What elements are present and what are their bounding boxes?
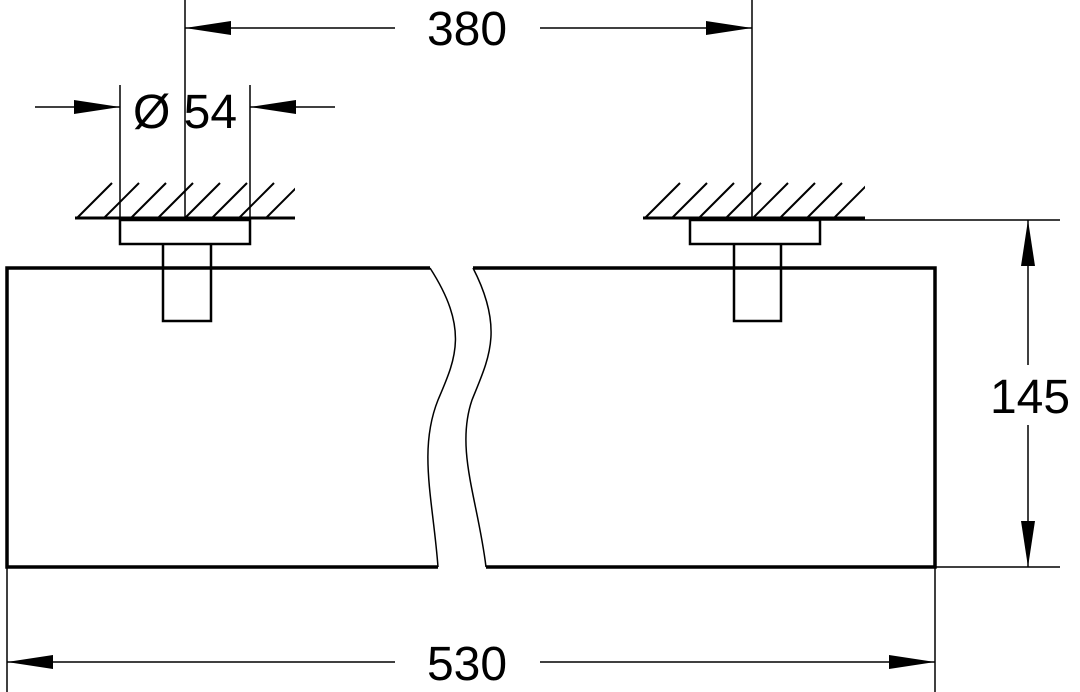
arrowhead-icon [250, 100, 296, 114]
wall-hatching-right [643, 182, 865, 220]
wall-flange-left [118, 218, 252, 246]
dimension-height [820, 219, 1060, 568]
arrowhead-icon [185, 21, 231, 35]
arrowhead-icon [889, 655, 935, 669]
label-mount-spacing: 380 [427, 3, 507, 56]
mounting-post-left [161, 244, 213, 323]
dimension-mount-spacing [184, 0, 753, 218]
arrowhead-icon [7, 655, 53, 669]
dimension-flange-diameter [35, 85, 335, 218]
label-overall-length: 530 [427, 638, 507, 691]
label-flange-diameter: Ø 54 [133, 86, 237, 139]
arrowhead-icon [74, 100, 120, 114]
shelf-right-segment [465, 266, 937, 569]
shelf-left-segment [5, 266, 457, 569]
dimension-overall-length [6, 567, 936, 692]
mounting-post-right [732, 244, 783, 323]
label-height: 145 [990, 371, 1070, 424]
wall-hatching-left [75, 182, 295, 220]
arrowhead-icon [1021, 521, 1035, 567]
arrowhead-icon [706, 21, 752, 35]
wall-flange-right [688, 218, 822, 246]
arrowhead-icon [1021, 220, 1035, 266]
